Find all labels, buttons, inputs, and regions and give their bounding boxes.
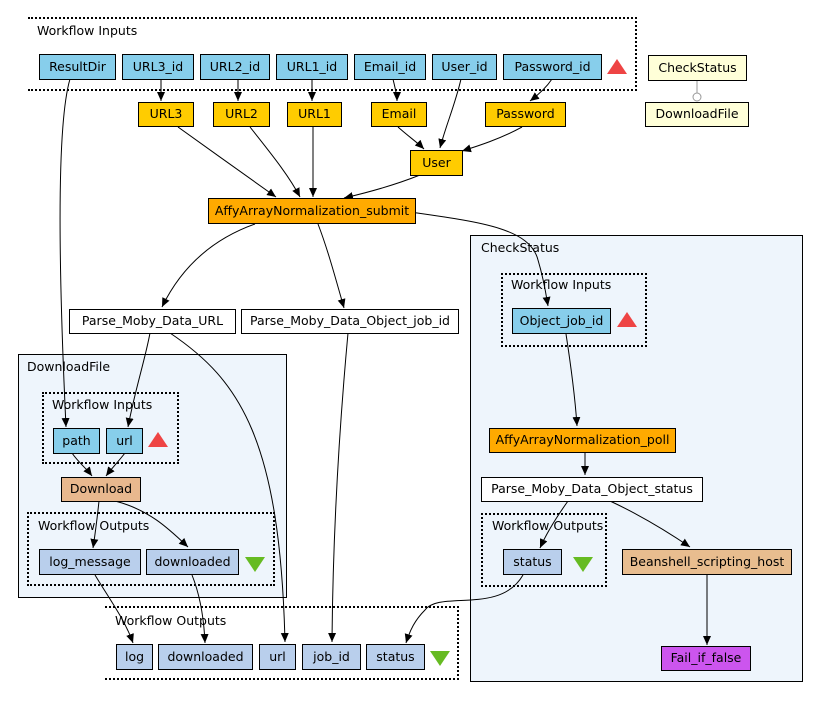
df-inputs-marker-icon (148, 432, 168, 447)
cs-outputs-marker-icon (573, 557, 593, 572)
job-id-workflow-output[interactable]: job_id (302, 644, 361, 670)
parse-status-processor[interactable]: Parse_Moby_Data_Object_status (481, 477, 703, 502)
downloaded-output[interactable]: downloaded (146, 549, 239, 575)
user-id-input[interactable]: User_id (432, 54, 497, 80)
top-inputs-cluster: Workflow Inputs (28, 17, 637, 91)
edge-downloaded-outdownloaded (191, 574, 209, 644)
df-inputs-cluster: Workflow Inputs (42, 392, 179, 464)
password-id-input[interactable]: Password_id (503, 54, 602, 80)
downloadfile-control-node[interactable]: DownloadFile (645, 102, 749, 127)
beanshell-processor[interactable]: Beanshell_scripting_host (622, 549, 792, 575)
edge-parseurl-urlin (125, 332, 151, 428)
df-outputs-cluster-label: Workflow Outputs (38, 518, 150, 533)
edge-urlin-download (105, 452, 126, 477)
cs-inputs-marker-icon (617, 312, 637, 327)
edge-download-downloaded (114, 500, 189, 548)
edge-userid-user (438, 78, 462, 149)
user-constant[interactable]: User (410, 150, 463, 176)
url1-constant[interactable]: URL1 (287, 102, 342, 127)
url3-constant[interactable]: URL3 (138, 102, 194, 127)
download-processor[interactable]: Download (61, 477, 141, 502)
path-input[interactable]: path (53, 428, 100, 454)
email-constant[interactable]: Email (371, 102, 427, 127)
url2-constant[interactable]: URL2 (213, 102, 270, 127)
edge-path-download (71, 452, 93, 477)
top-inputs-cluster-label: Workflow Inputs (37, 23, 138, 38)
cs-inputs-cluster-label: Workflow Inputs (511, 277, 612, 292)
url-input[interactable]: url (106, 428, 143, 454)
edge-objectjobid-poll (565, 333, 581, 427)
resultdir-input[interactable]: ResultDir (39, 54, 116, 80)
checkstatus-control-node[interactable]: CheckStatus (648, 55, 747, 81)
url2-id-input[interactable]: URL2_id (200, 54, 270, 80)
df-inputs-cluster-label: Workflow Inputs (52, 397, 153, 412)
downloaded-workflow-output[interactable]: downloaded (158, 644, 253, 670)
log-workflow-output[interactable]: log (116, 644, 153, 670)
edge-parsejob-outjobid (328, 332, 349, 643)
password-constant[interactable]: Password (485, 102, 566, 127)
edge-submit-objectjobid (409, 211, 551, 307)
edge-parsestatus-beanshell (609, 500, 691, 548)
workflow-inputs-marker-icon (607, 59, 627, 74)
control-link-circle (692, 92, 702, 102)
edge-passwordid-password (529, 78, 553, 102)
df-outputs-marker-icon (245, 557, 265, 572)
fail-if-false-processor[interactable]: Fail_if_false (661, 646, 751, 671)
edge-parseurl-outurl (169, 332, 289, 643)
object-job-id-input[interactable]: Object_job_id (512, 308, 611, 334)
edge-url3-submit (177, 126, 277, 198)
log-message-output[interactable]: log_message (39, 549, 141, 575)
parse-url-processor[interactable]: Parse_Moby_Data_URL (69, 309, 236, 334)
edge-resultdir-path (59, 78, 71, 428)
parse-job-id-processor[interactable]: Parse_Moby_Data_Object_job_id (241, 309, 459, 334)
edge-logmessage-outlog (94, 574, 134, 644)
url1-id-input[interactable]: URL1_id (276, 54, 348, 80)
checkstatus-cluster-label: CheckStatus (481, 240, 560, 255)
edge-submit-parsejob (317, 223, 346, 309)
edge-status-outstatus (404, 574, 524, 644)
status-output[interactable]: status (503, 549, 562, 575)
edge-url2-submit (249, 126, 301, 198)
edge-user-submit (343, 174, 421, 200)
status-workflow-output[interactable]: status (366, 644, 425, 670)
cs-inputs-cluster: Workflow Inputs (501, 273, 647, 347)
edge-emailid-email (392, 78, 401, 102)
edge-download-logmessage (90, 500, 100, 549)
cs-outputs-cluster-label: Workflow Outputs (492, 518, 604, 533)
edge-parsestatus-status (539, 500, 569, 549)
workflow-outputs-marker-icon (430, 651, 450, 666)
edge-password-user (461, 126, 523, 153)
cs-outputs-cluster: Workflow Outputs (481, 513, 607, 587)
poll-processor[interactable]: AffyArrayNormalization_poll (489, 428, 676, 453)
email-id-input[interactable]: Email_id (354, 54, 426, 80)
edge-submit-parseurl (161, 223, 256, 308)
url3-id-input[interactable]: URL3_id (122, 54, 194, 80)
submit-processor[interactable]: AffyArrayNormalization_submit (208, 198, 416, 224)
downloadfile-cluster-label: DownloadFile (27, 359, 111, 374)
bottom-outputs-cluster-label: Workflow Outputs (115, 613, 227, 628)
edge-email-user (397, 126, 425, 150)
bottom-outputs-cluster: Workflow Outputs (105, 606, 459, 680)
url-workflow-output[interactable]: url (259, 644, 296, 670)
df-outputs-cluster: Workflow Outputs (27, 512, 275, 586)
